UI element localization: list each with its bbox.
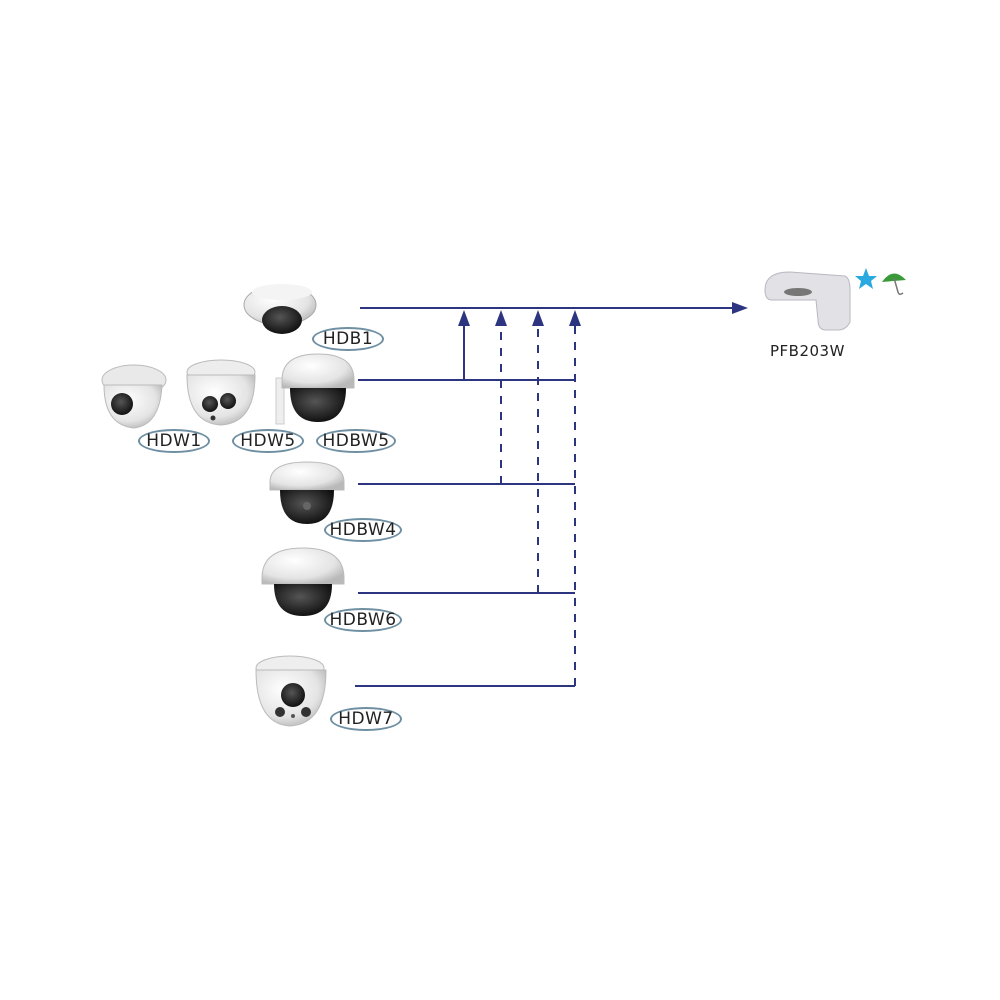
arrowhead-4: [569, 310, 581, 326]
label-hdw7: HDW7: [330, 707, 402, 731]
camera-hdbw5-image: [275, 353, 355, 425]
camera-hdbw4-image: [269, 461, 345, 524]
arrowhead-1: [458, 310, 470, 326]
mount-name-label: PFB203W: [770, 342, 845, 360]
camera-hdw7-image: [255, 655, 327, 727]
label-hdbw4: HDBW4: [324, 518, 402, 542]
camera-hdb1-image: [243, 284, 317, 334]
main-arrowhead: [732, 302, 748, 314]
arrowhead-2: [495, 310, 507, 326]
camera-hdw1-image: [101, 364, 167, 429]
label-hdb1: HDB1: [312, 327, 384, 351]
label-hdbw6: HDBW6: [324, 608, 402, 632]
camera-hdbw6-image: [261, 547, 345, 616]
camera-hdw5-image: [186, 359, 256, 426]
mount-pfb203w-image: [764, 271, 851, 331]
star-icon: [855, 268, 877, 289]
umbrella-icon: [882, 273, 906, 296]
label-hdbw5: HDBW5: [316, 429, 396, 453]
label-hdw5: HDW5: [232, 429, 304, 453]
label-hdw1: HDW1: [138, 429, 210, 453]
arrowhead-3: [532, 310, 544, 326]
